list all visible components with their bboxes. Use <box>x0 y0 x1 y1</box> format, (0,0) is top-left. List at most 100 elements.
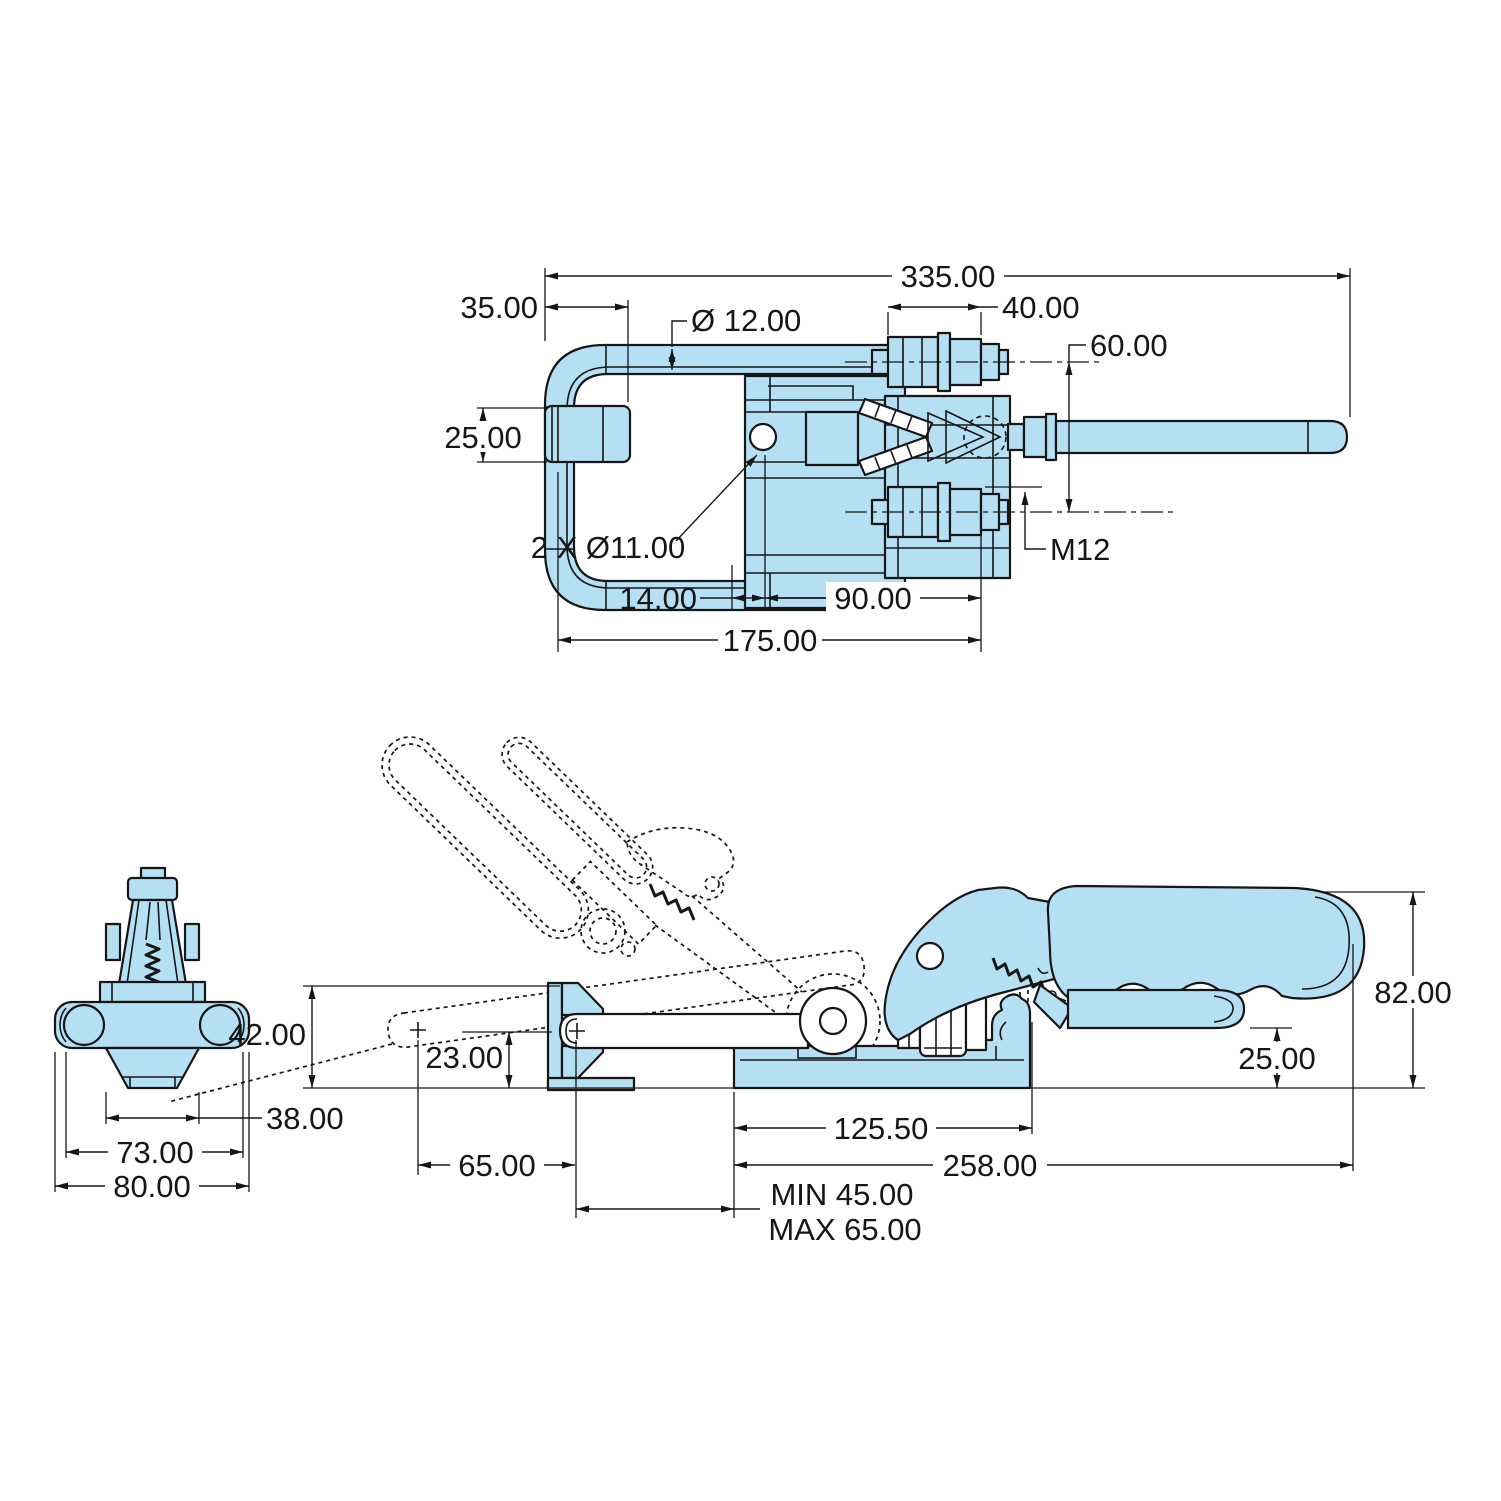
dim-keeper-height: 25.00 <box>440 408 528 462</box>
dim-label-max: MAX 65.00 <box>768 1212 921 1247</box>
dim-mid-width: 73.00 <box>66 1135 243 1170</box>
dim-label: M12 <box>1050 532 1110 567</box>
toggle-brace <box>927 409 1002 465</box>
dim-bail-travel: 65.00 <box>418 1148 575 1183</box>
phantom-link-bar <box>571 860 658 946</box>
dim-hole-span: 90.00 <box>765 581 981 616</box>
dim-handle-clearance: 25.00 <box>1233 1028 1321 1088</box>
label-mask <box>718 624 822 655</box>
dim-thread: M12 <box>1021 492 1110 567</box>
phantom-construction-line <box>167 1043 393 1103</box>
base-trapezoid <box>104 1046 201 1090</box>
dim-adjust-range: MIN 45.00 MAX 65.00 <box>576 1177 922 1247</box>
label-mask <box>105 1170 199 1201</box>
phantom-hook-curl <box>704 876 720 892</box>
bail-end-left <box>62 1003 106 1047</box>
dim-label: 14.00 <box>619 581 697 616</box>
toggle-arm-hatch <box>874 403 913 471</box>
dim-label: 175.00 <box>723 623 818 658</box>
base-bar-caps <box>59 1007 245 1043</box>
dim-body-length: 175.00 <box>558 623 981 658</box>
latch-bracket-foot <box>546 1076 636 1092</box>
phantom-hook-claw <box>626 826 735 901</box>
side-wing-right <box>183 922 201 962</box>
latch-neck-lines <box>126 899 179 985</box>
dim-label: Ø 12.00 <box>691 303 801 338</box>
phantom-pin <box>620 941 636 957</box>
phantom-handle-grip <box>381 736 590 940</box>
bail-tube-seams <box>545 345 905 610</box>
latch-bracket-top-lug <box>560 981 605 1017</box>
side-view <box>410 884 1366 1092</box>
top-bolt-assembly <box>845 331 1100 393</box>
dim-overall-length-side: 258.00 <box>734 1148 1353 1183</box>
latch-bracket-bottom-lug <box>560 1044 605 1080</box>
dim-overall-width: 80.00 <box>55 1169 249 1204</box>
dim-label: 2 X Ø11.00 <box>531 530 686 565</box>
dim-label: 23.00 <box>425 1040 503 1075</box>
dim-label: 38.00 <box>266 1101 344 1136</box>
cross-plate <box>98 980 207 1004</box>
toggle-pivot-phantom <box>963 415 1007 459</box>
bail-end-right <box>198 1003 242 1047</box>
latch-spring <box>144 942 161 984</box>
top-view <box>543 331 1349 612</box>
dim-bolt-centers: 60.00 <box>1065 328 1168 512</box>
phantom-pivot-boss <box>580 908 626 954</box>
toggle-arm-lower <box>857 435 934 477</box>
label-mask <box>450 1149 544 1180</box>
latch-cap <box>126 876 179 902</box>
dim-label-min: MIN 45.00 <box>770 1177 913 1212</box>
dim-label: 73.00 <box>116 1135 194 1170</box>
label-mask <box>826 582 920 613</box>
bail-bar-side <box>558 1012 810 1050</box>
dim-base-length: 125.50 <box>734 1111 1032 1146</box>
dim-overall-height: 82.00 <box>1364 892 1464 1088</box>
dim-label: 25.00 <box>1238 1041 1316 1076</box>
dim-label: 25.00 <box>444 420 522 455</box>
dim-label: 65.00 <box>458 1148 536 1183</box>
label-mask <box>892 260 1004 292</box>
dim-mount-holes: 2 X Ø11.00 <box>531 454 758 565</box>
phantom-handle-bar <box>501 736 654 885</box>
dim-keeper-width: 35.00 <box>460 290 628 325</box>
dim-label: 125.50 <box>834 1111 929 1146</box>
base-trapezoid-lines <box>122 1076 183 1088</box>
end-view <box>53 866 251 1090</box>
label-mask <box>1364 976 1464 1008</box>
phantom-bail-bar <box>387 949 866 1049</box>
keeper-block <box>543 404 632 464</box>
dim-hole-offset: 14.00 <box>619 581 765 616</box>
bail-bar-cap-line <box>565 1018 578 1044</box>
adjust-nut-right <box>964 996 988 1052</box>
lower-handle-bar <box>1066 988 1246 1030</box>
handle-grip <box>1046 884 1366 1005</box>
dim-label: 40.00 <box>1002 290 1080 325</box>
label-mask <box>440 421 528 452</box>
handle-link-a <box>1006 422 1026 452</box>
handle-bar <box>1054 419 1349 455</box>
dim-bail-height: 42.00 <box>228 986 316 1088</box>
label-mask <box>1233 1042 1321 1073</box>
lever-hole <box>915 941 945 971</box>
lever-nub <box>1037 967 1049 975</box>
lower-handle-bar-inner <box>1213 995 1234 1023</box>
cross-plate-lines <box>111 982 194 1002</box>
dim-label: 80.00 <box>113 1169 191 1204</box>
label-mask <box>933 1149 1047 1180</box>
closed-position-cross <box>569 1023 585 1039</box>
dim-label: 35.00 <box>460 290 538 325</box>
tension-spring <box>991 957 1047 994</box>
dim-label: 42.00 <box>228 1017 306 1052</box>
dim-slot-width: 38.00 <box>106 1101 344 1136</box>
dim-overall-length-top: 335.00 <box>545 259 1350 294</box>
label-mask <box>826 1112 936 1143</box>
lower-handle-link <box>1032 983 1074 1030</box>
dim-label: 60.00 <box>1090 328 1168 363</box>
dim-label: 335.00 <box>901 259 996 294</box>
dim-latch-height: 23.00 <box>425 1032 513 1088</box>
phantom-pivot-hole <box>589 917 617 945</box>
dim-label: 90.00 <box>834 581 912 616</box>
